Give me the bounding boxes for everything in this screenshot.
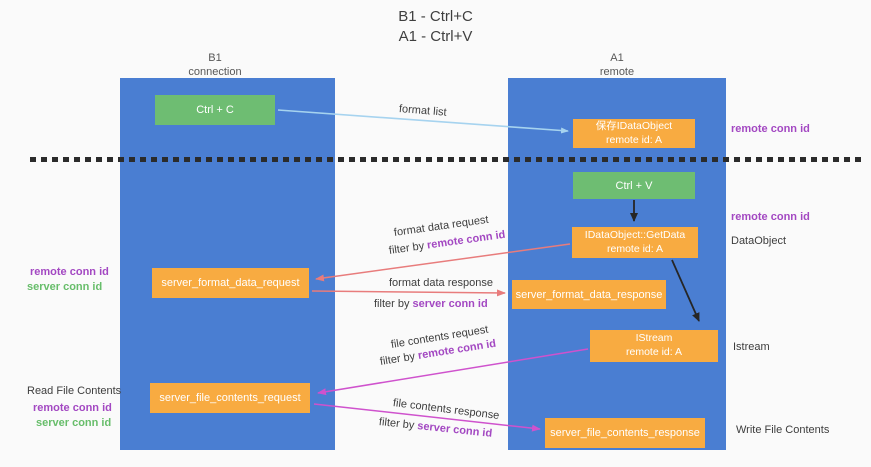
- title-line-1: B1 - Ctrl+C: [398, 8, 473, 25]
- filter-prefix: filter by: [388, 239, 428, 257]
- title-line-2: A1 - Ctrl+V: [398, 27, 473, 45]
- edge-label-format-data-response-filter: filter by server conn id: [374, 298, 488, 310]
- annotation-left-server-conn-id-2: server conn id: [36, 417, 112, 429]
- annotation-istream: Istream: [733, 341, 770, 353]
- node-save-dataobject-line2: remote id: A: [605, 133, 663, 146]
- node-istream: IStream remote id: A: [590, 330, 718, 362]
- lane-b1-role: connection: [188, 65, 242, 78]
- filter-key-server-conn-id: server conn id: [412, 298, 488, 310]
- node-getdata-line2: remote id: A: [606, 242, 664, 255]
- node-getdata-line1: IDataObject::GetData: [584, 228, 686, 241]
- annotation-remote-conn-id-mid: remote conn id: [731, 211, 810, 223]
- filter-key-server-conn-id: server conn id: [416, 420, 493, 440]
- annotation-remote-conn-id-top: remote conn id: [731, 123, 810, 135]
- annotation-write-file-contents: Write File Contents: [736, 424, 830, 436]
- filter-prefix: filter by: [379, 350, 419, 368]
- arrow-format-data-response: [311, 289, 506, 297]
- edge-label-file-contents-response-filter: filter by server conn id: [378, 416, 492, 440]
- node-idataobject-getdata: IDataObject::GetData remote id: A: [572, 227, 698, 258]
- node-server-file-contents-response-label: server_file_contents_response: [550, 427, 700, 439]
- annotation-left-server-conn-id: server conn id: [27, 281, 103, 293]
- node-istream-line2: remote id: A: [625, 346, 683, 358]
- node-ctrl-c-label: Ctrl + C: [196, 104, 234, 116]
- node-save-dataobject-line1: 保存IDataObject: [595, 119, 673, 132]
- lane-a1-name: A1: [610, 52, 624, 64]
- edge-label-format-data-response: format data response: [389, 277, 493, 289]
- node-server-file-contents-response: server_file_contents_response: [545, 418, 705, 448]
- node-server-format-data-request-label: server_format_data_request: [161, 277, 300, 289]
- node-server-file-contents-request-label: server_file_contents_request: [159, 392, 301, 404]
- annotation-dataobject: DataObject: [731, 235, 787, 247]
- node-server-format-data-response: server_format_data_response: [512, 280, 666, 309]
- diagram-title: B1 - Ctrl+C A1 - Ctrl+V: [0, 7, 871, 46]
- lane-b1-name: B1: [208, 52, 222, 64]
- node-ctrl-c: Ctrl + C: [155, 95, 275, 125]
- annotation-left-remote-conn-id-2: remote conn id: [33, 402, 112, 414]
- lane-a1-role: remote: [599, 65, 635, 78]
- node-server-file-contents-request: server_file_contents_request: [150, 383, 310, 413]
- lane-header-a1: A1 remote: [552, 52, 682, 80]
- node-istream-line1: IStream: [635, 332, 673, 345]
- annotation-left-remote-conn-id: remote conn id: [30, 266, 109, 278]
- lane-header-b1: B1 connection: [150, 52, 280, 80]
- node-save-dataobject: 保存IDataObject remote id: A: [573, 119, 695, 148]
- filter-prefix: filter by: [374, 298, 413, 310]
- filter-prefix: filter by: [378, 416, 418, 432]
- node-server-format-data-response-label: server_format_data_response: [515, 288, 663, 301]
- annotation-read-file-contents: Read File Contents: [27, 385, 122, 397]
- phase-separator-dashed-line: [30, 157, 862, 162]
- node-ctrl-v: Ctrl + V: [573, 172, 695, 199]
- edge-label-format-list: format list: [398, 103, 448, 119]
- node-server-format-data-request: server_format_data_request: [152, 268, 309, 298]
- node-ctrl-v-label: Ctrl + V: [615, 179, 653, 192]
